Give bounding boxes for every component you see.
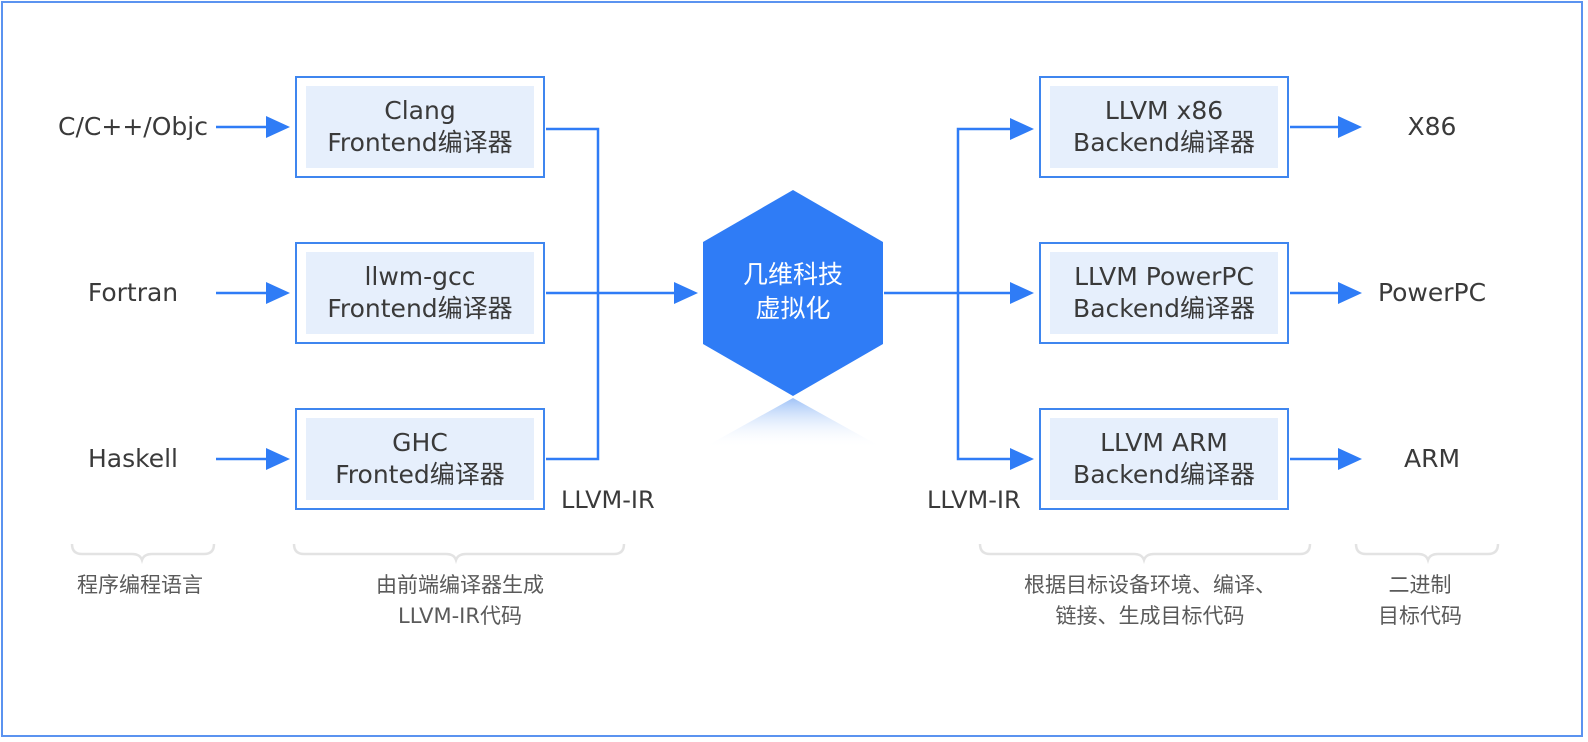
hexagon-reflection bbox=[703, 398, 883, 448]
brace-languages bbox=[70, 543, 216, 564]
backend-name: LLVM PowerPC bbox=[1074, 262, 1254, 291]
target-label: PowerPC bbox=[1377, 278, 1487, 307]
center-line1: 几维科技 bbox=[742, 260, 843, 289]
center-label: 几维科技 虚拟化 bbox=[702, 258, 884, 326]
arrowhead bbox=[266, 116, 290, 138]
backend-desc: Backend编译器 bbox=[1073, 128, 1255, 157]
caption-frontend-line2: LLVM-IR代码 bbox=[398, 604, 522, 628]
frontend-desc: Frontend编译器 bbox=[327, 294, 513, 323]
caption-backend-line1: 根据目标设备环境、编译、 bbox=[1024, 573, 1276, 597]
brace-backend bbox=[978, 543, 1312, 564]
backend-name: LLVM x86 bbox=[1104, 96, 1224, 125]
caption-frontend: 由前端编译器生成 LLVM-IR代码 bbox=[310, 570, 610, 632]
frontend-box: llwm-gcc Frontend编译器 bbox=[295, 242, 545, 344]
caption-binary-line1: 二进制 bbox=[1388, 573, 1452, 597]
backend-box: LLVM PowerPC Backend编译器 bbox=[1039, 242, 1289, 344]
center-hexagon bbox=[703, 190, 883, 396]
caption-frontend-line1: 由前端编译器生成 bbox=[376, 573, 544, 597]
ir-label-right: LLVM-IR bbox=[927, 486, 1021, 514]
backend-name: LLVM ARM bbox=[1100, 428, 1228, 457]
backend-desc: Backend编译器 bbox=[1073, 460, 1255, 489]
frontend-desc: Frontend编译器 bbox=[327, 128, 513, 157]
backend-desc: Backend编译器 bbox=[1073, 294, 1255, 323]
ir-label-left: LLVM-IR bbox=[561, 486, 655, 514]
target-label: ARM bbox=[1403, 444, 1461, 473]
caption-binary-line2: 目标代码 bbox=[1378, 604, 1462, 628]
bracket-group bbox=[70, 543, 1500, 564]
backend-box: LLVM x86 Backend编译器 bbox=[1039, 76, 1289, 178]
arrowhead bbox=[1010, 118, 1034, 140]
arrowhead bbox=[266, 282, 290, 304]
backend-box: LLVM ARM Backend编译器 bbox=[1039, 408, 1289, 510]
brace-binary bbox=[1354, 543, 1500, 564]
language-label: Fortran bbox=[87, 278, 179, 307]
frontend-desc: Fronted编译器 bbox=[335, 460, 505, 489]
arrowhead bbox=[1010, 448, 1034, 470]
caption-binary: 二进制 目标代码 bbox=[1345, 570, 1495, 632]
frontend-box: Clang Frontend编译器 bbox=[295, 76, 545, 178]
arrowhead bbox=[1338, 448, 1362, 470]
frontend-name: Clang bbox=[384, 96, 456, 125]
arrowhead bbox=[1338, 116, 1362, 138]
language-label: C/C++/Objc bbox=[58, 112, 208, 141]
caption-backend-line2: 链接、生成目标代码 bbox=[1055, 604, 1245, 628]
frontend-name: GHC bbox=[392, 428, 448, 457]
arrowhead bbox=[674, 282, 698, 304]
caption-backend: 根据目标设备环境、编译、 链接、生成目标代码 bbox=[995, 570, 1305, 632]
center-line2: 虚拟化 bbox=[755, 294, 831, 323]
arrowhead bbox=[1010, 282, 1034, 304]
arrowhead bbox=[1338, 282, 1362, 304]
frontend-box: GHC Fronted编译器 bbox=[295, 408, 545, 510]
target-label: X86 bbox=[1407, 112, 1457, 141]
brace-frontend bbox=[292, 543, 626, 564]
backend-bus bbox=[956, 127, 1012, 461]
language-label: Haskell bbox=[87, 444, 178, 473]
caption-languages: 程序编程语言 bbox=[77, 573, 203, 597]
arrowhead bbox=[266, 448, 290, 470]
frontend-name: llwm-gcc bbox=[364, 262, 476, 291]
